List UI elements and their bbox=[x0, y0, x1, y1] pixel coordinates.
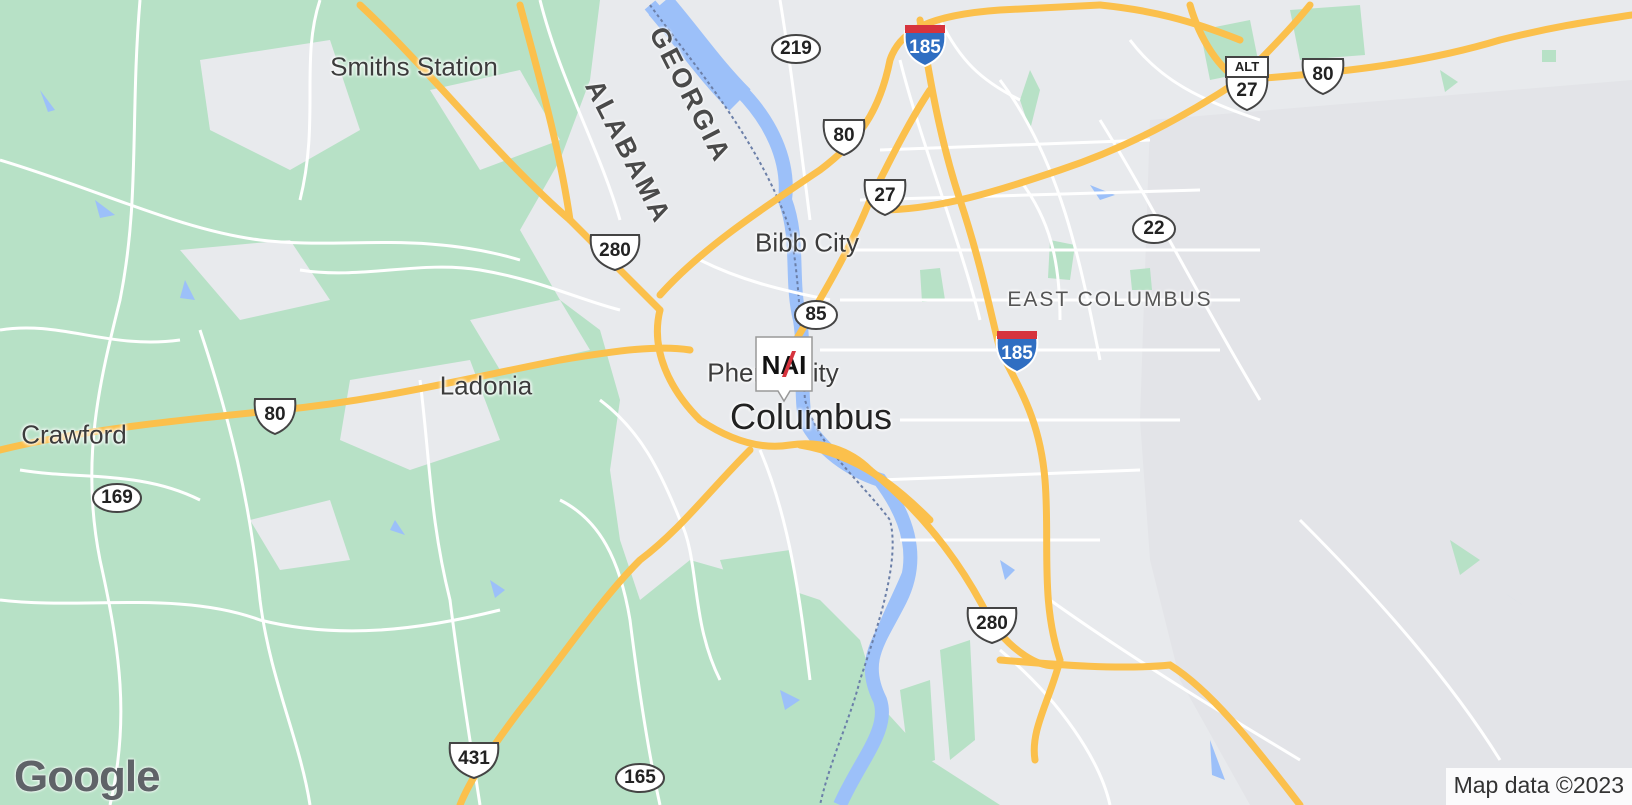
us-route-80-east-shield: 80 bbox=[1300, 56, 1346, 96]
state-route-85-shield: 85 bbox=[793, 299, 839, 331]
state-route-219-shield: 219 bbox=[770, 33, 822, 65]
place-label-ladonia: Ladonia bbox=[439, 370, 533, 401]
us-route-27-shield: 27 bbox=[862, 177, 908, 217]
us-route-27-alt-shield: ALT 27 bbox=[1224, 56, 1270, 112]
us-route-431-shield: 431 bbox=[447, 740, 501, 780]
place-label-smiths-station: Smiths Station bbox=[330, 51, 498, 82]
us-route-280-west-shield: 280 bbox=[588, 232, 642, 272]
us-route-280-south-shield: 280 bbox=[965, 605, 1019, 645]
map-attribution[interactable]: Map data ©2023 bbox=[1445, 768, 1632, 805]
place-label-bibb-city: Bibb City bbox=[754, 227, 860, 258]
us-route-80-shield: 80 bbox=[821, 117, 867, 157]
google-logo[interactable]: Google bbox=[14, 752, 161, 801]
us-route-80-west-shield: 80 bbox=[252, 396, 298, 436]
state-route-22-shield: 22 bbox=[1131, 213, 1177, 245]
location-marker[interactable]: NAI bbox=[754, 335, 814, 403]
place-label-crawford: Crawford bbox=[21, 419, 127, 450]
place-label-east-columbus: EAST COLUMBUS bbox=[1007, 288, 1213, 311]
place-label-columbus: Columbus bbox=[729, 396, 893, 437]
interstate-185-north-shield: 185 bbox=[901, 23, 949, 67]
alt-route-tag: ALT bbox=[1225, 56, 1269, 78]
state-route-169-shield: 169 bbox=[91, 482, 143, 514]
state-route-165-shield: 165 bbox=[614, 762, 666, 794]
interstate-185-south-shield: 185 bbox=[993, 329, 1041, 373]
nai-logo-marker-icon: NAI bbox=[755, 336, 813, 403]
